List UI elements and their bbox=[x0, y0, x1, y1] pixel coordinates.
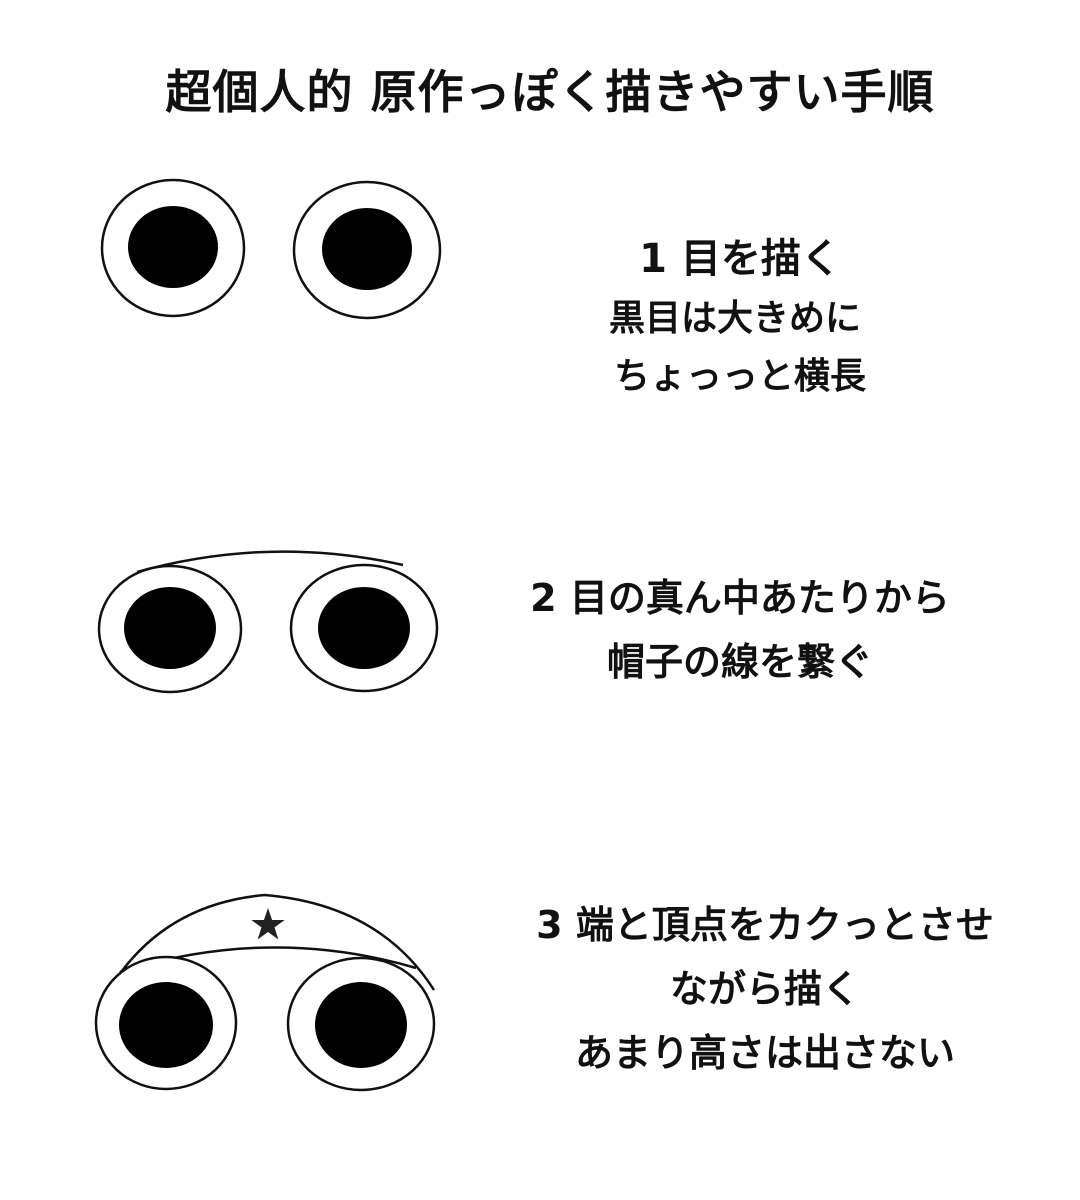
right-pupil bbox=[322, 208, 412, 290]
step-2-heading: 2 目の真ん中あたりから bbox=[530, 576, 950, 620]
step-1-text: 1 目を描く 黒目は大きめに ちょっっと横長 bbox=[560, 228, 920, 406]
left-pupil bbox=[128, 206, 218, 288]
right-eye bbox=[292, 180, 442, 320]
step-3-note: ながら描く bbox=[669, 967, 860, 1011]
star-icon bbox=[251, 908, 285, 940]
step-1-note: ちょっっと横長 bbox=[613, 356, 866, 397]
step2-eyes-with-hat-line bbox=[97, 550, 439, 694]
step-2-note: 帽子の線を繋ぐ bbox=[606, 640, 873, 684]
step3-eyes-with-hat bbox=[94, 893, 436, 1092]
step1-eyes bbox=[100, 178, 442, 320]
step-3-text: 3 端と頂点をカクっとさせ ながら描く あまり高さは出さない bbox=[470, 893, 1060, 1085]
step-2-text: 2 目の真ん中あたりから 帽子の線を繋ぐ bbox=[490, 566, 990, 694]
left-pupil bbox=[119, 982, 213, 1068]
left-eye bbox=[97, 564, 243, 694]
right-eye bbox=[286, 956, 436, 1092]
page-title: 超個人的 原作っぽく描きやすい手順 bbox=[165, 65, 935, 119]
left-eye bbox=[94, 955, 238, 1091]
left-eye bbox=[100, 178, 246, 318]
step-3-note: あまり高さは出さない bbox=[574, 1031, 955, 1075]
step-1-note: 黒目は大きめに bbox=[608, 298, 861, 339]
hat-line bbox=[136, 550, 404, 574]
left-pupil bbox=[124, 587, 216, 669]
right-pupil bbox=[318, 587, 410, 669]
right-eye bbox=[289, 563, 439, 693]
hat-outline bbox=[96, 893, 436, 1011]
step-1-heading: 1 目を描く bbox=[639, 236, 841, 282]
right-pupil bbox=[315, 982, 407, 1068]
step-3-heading: 3 端と頂点をカクっとさせ bbox=[536, 903, 994, 947]
